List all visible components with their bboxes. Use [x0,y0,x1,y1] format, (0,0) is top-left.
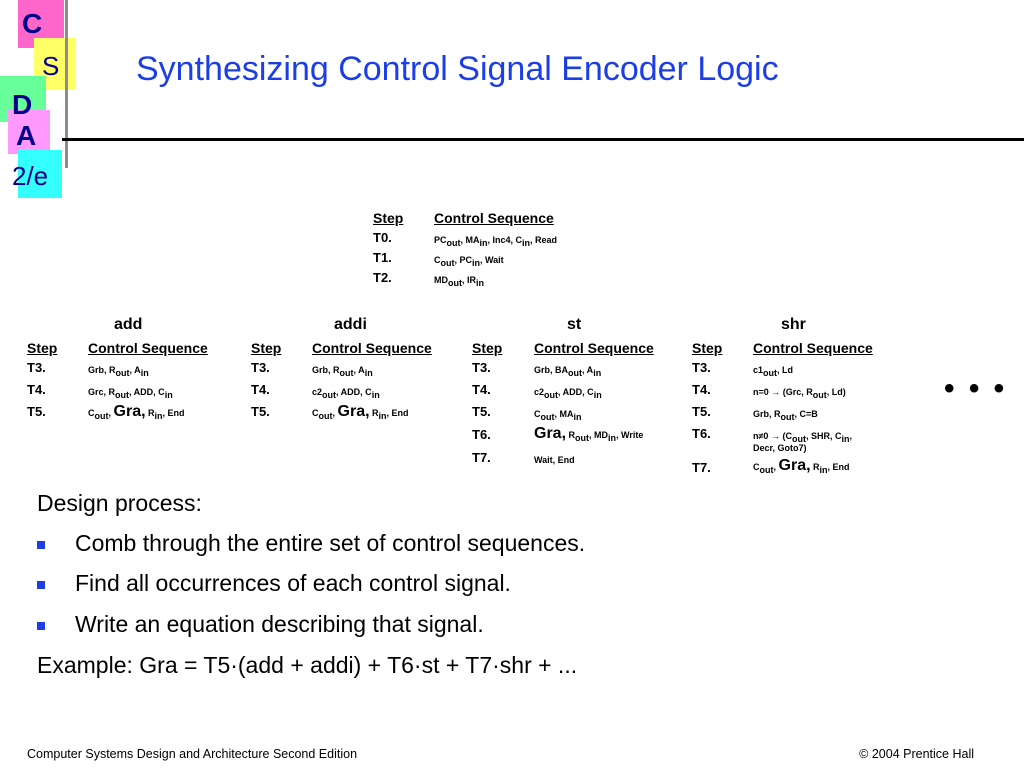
slide-title: Synthesizing Control Signal Encoder Logi… [136,50,779,88]
fetch-control: MDout, IRin [434,275,485,288]
addi-control-header: Control Sequence [312,340,432,356]
bullet-marker [37,581,45,589]
shr-control: n≠0 → (Cout, SHR, Cin,Decr, Goto7) [753,431,852,453]
logo-square-cyan [18,150,62,198]
example-equation: Example: Gra = T5·(add + addi) + T6·st +… [37,652,578,678]
bullet-marker [37,622,45,630]
footer-copyright: © 2004 Prentice Hall [859,747,974,761]
st-step: T3. [472,360,491,375]
column-title-shr: shr [781,316,806,333]
add-step: T3. [27,360,46,375]
st-control: Gra, Rout, MDin, Write [534,425,644,443]
column-title-addi: addi [334,316,367,333]
addi-control: Grb, Rout, Ain [312,365,373,378]
bullet-item: Comb through the entire set of control s… [75,530,586,556]
add-step: T4. [27,382,46,397]
add-step: T5. [27,404,46,419]
shr-step: T6. [692,426,711,441]
addi-step: T5. [251,404,270,419]
shr-control: c1out, Ld [753,365,794,378]
fetch-step: T1. [373,250,392,265]
st-control: Wait, End [534,455,575,465]
st-step-header: Step [472,340,503,356]
fetch-step: T0. [373,230,392,245]
addi-step: T4. [251,382,270,397]
add-control: Grb, Rout, Ain [88,365,149,378]
design-process-heading: Design process: [37,490,202,516]
st-step: T6. [472,427,491,442]
shr-step: T3. [692,360,711,375]
addi-control: c2out, ADD, Cin [312,387,380,400]
column-title-st: st [567,316,582,333]
logo-letter-a: A [16,120,37,151]
st-step: T5. [472,404,491,419]
addi-control: Cout, Gra, Rin, End [312,403,409,421]
st-control: c2out, ADD, Cin [534,387,602,400]
shr-control: n=0 → (Grc, Rout, Ld) [753,387,846,400]
ellipsis: • • • [944,372,1008,405]
shr-control-header: Control Sequence [753,340,873,356]
fetch-step-header: Step [373,210,404,226]
shr-step: T5. [692,404,711,419]
addi-step: T3. [251,360,270,375]
fetch-control: Cout, PCin, Wait [434,255,504,268]
shr-control: Cout, Gra, Rin, End [753,457,850,475]
column-title-add: add [114,316,143,333]
add-step-header: Step [27,340,58,356]
logo-vertical-divider [65,0,68,168]
fetch-control: PCout, MAin, Inc4, Cin, Read [434,235,558,248]
shr-control: Grb, Rout, C=B [753,409,818,422]
bullet-marker [37,541,45,549]
add-control-header: Control Sequence [88,340,208,356]
add-control: Cout, Gra, Rin, End [88,403,185,421]
logo-letter-c: C [22,8,43,39]
fetch-step: T2. [373,270,392,285]
add-control: Grc, Rout, ADD, Cin [88,387,173,400]
shr-step: T7. [692,460,711,475]
footer-book-title: Computer Systems Design and Architecture… [27,747,358,761]
bullet-item: Find all occurrences of each control sig… [75,570,511,596]
st-step: T4. [472,382,491,397]
shr-step-header: Step [692,340,723,356]
logo-square-magenta [8,110,50,154]
logo-edition: 2/e [12,161,49,191]
logo-letter-s: S [42,51,60,81]
addi-step-header: Step [251,340,282,356]
title-underline [62,138,1024,141]
st-step: T7. [472,450,491,465]
st-control-header: Control Sequence [534,340,654,356]
bullet-item: Write an equation describing that signal… [75,611,484,637]
st-control: Grb, BAout, Ain [534,365,602,378]
logo-letter-d: D [12,89,33,120]
shr-step: T4. [692,382,711,397]
fetch-control-header: Control Sequence [434,210,554,226]
st-control: Cout, MAin [534,409,582,422]
